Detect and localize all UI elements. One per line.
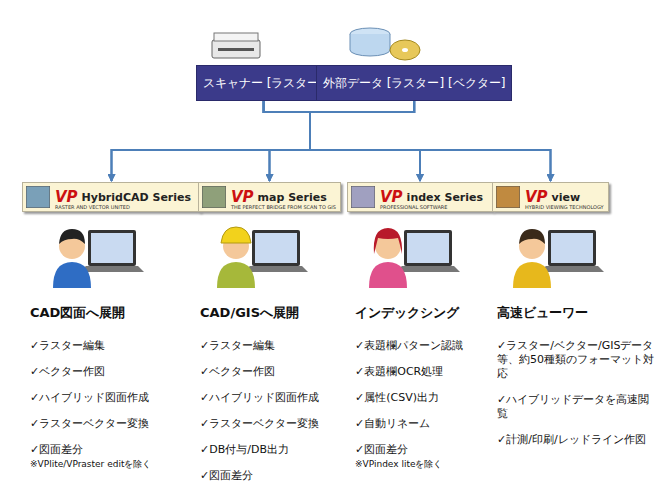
source-label: 外部データ [ラスター] [ベクター] bbox=[323, 76, 505, 91]
product-banner: VP HybridCAD SeriesRASTER AND VECTOR UNIT… bbox=[22, 182, 201, 212]
product-tagline: RASTER AND VECTOR UNITED bbox=[55, 204, 130, 210]
product-icon bbox=[351, 186, 375, 208]
feature-item: ✓ラスターベクター変換 bbox=[30, 417, 190, 431]
flow-connector bbox=[310, 101, 551, 181]
product-name: HybridCAD Series bbox=[82, 191, 191, 204]
feature-item: ✓表題欄OCR処理 bbox=[355, 365, 493, 379]
source-box: スキャナー [ラスター] bbox=[196, 65, 331, 101]
person-index bbox=[369, 228, 460, 288]
product-banner: VP viewHYBRID VIEWING TECHNOLOGY bbox=[492, 182, 609, 212]
product-name: view bbox=[552, 191, 581, 204]
column-heading: インデックシング bbox=[355, 305, 493, 321]
feature-item: ✓ベクター作図 bbox=[30, 365, 190, 379]
feature-item: ✓ハイブリッド図面作成 bbox=[200, 391, 350, 405]
feature-item: ✓表題欄パターン認識 bbox=[355, 339, 493, 353]
footnote: ※VPindex liteを除く bbox=[355, 459, 493, 470]
feature-item: ✓ラスター編集 bbox=[30, 339, 190, 353]
feature-item: ✓図面差分 bbox=[200, 469, 350, 483]
source-label: スキャナー [ラスター] bbox=[203, 76, 324, 91]
vp-logo: VP bbox=[231, 188, 254, 206]
feature-item: ✓ハイブリッドデータを高速閲覧 bbox=[497, 393, 657, 421]
column-heading: CAD図面へ展開 bbox=[30, 305, 190, 321]
product-name: index Series bbox=[407, 191, 483, 204]
product-banner: VP index SeriesPROFESSIONAL SOFTWARE bbox=[347, 182, 493, 212]
feature-item: ✓自動リネーム bbox=[355, 417, 493, 431]
scanner-icon bbox=[212, 33, 260, 58]
feature-item: ✓計測/印刷/レッドライン作図 bbox=[497, 433, 657, 447]
column-heading: CAD/GISへ展開 bbox=[200, 305, 350, 321]
feature-item: ✓ラスター編集 bbox=[200, 339, 350, 353]
feature-item: ✓ラスター/ベクター/GISデータ等、約50種類のフォーマット対応 bbox=[497, 339, 657, 381]
feature-item: ✓属性(CSV)出力 bbox=[355, 391, 493, 405]
person-view bbox=[513, 229, 604, 288]
feature-item: ✓DB付与/DB出力 bbox=[200, 443, 350, 457]
product-tagline: PROFESSIONAL SOFTWARE bbox=[380, 204, 447, 210]
data-icon bbox=[350, 28, 420, 60]
feature-item: ✓図面差分 bbox=[355, 443, 493, 457]
product-icon bbox=[496, 186, 520, 208]
vp-logo: VP bbox=[380, 188, 403, 206]
source-box: 外部データ [ラスター] [ベクター] bbox=[316, 65, 512, 101]
product-icon bbox=[202, 186, 226, 208]
product-name: map Series bbox=[258, 191, 327, 204]
vp-logo: VP bbox=[55, 188, 78, 206]
feature-item: ✓図面差分 bbox=[30, 443, 190, 457]
product-icon bbox=[26, 186, 50, 208]
feature-item: ✓ベクター作図 bbox=[200, 365, 350, 379]
column-heading: 高速ビューワー bbox=[497, 305, 657, 321]
person-map bbox=[217, 227, 308, 288]
product-banner: VP map SeriesTHE PERFECT BRIDGE FROM SCAN… bbox=[198, 182, 341, 212]
feature-item: ✓ラスターベクター変換 bbox=[200, 417, 350, 431]
person-cad bbox=[53, 229, 144, 288]
footnote: ※VPlite/VPraster editを除く bbox=[30, 459, 190, 470]
feature-item: ✓ハイブリッド図面作成 bbox=[30, 391, 190, 405]
product-tagline: HYBRID VIEWING TECHNOLOGY bbox=[525, 204, 604, 210]
flow-connector bbox=[264, 101, 551, 181]
vp-logo: VP bbox=[525, 188, 548, 206]
product-tagline: THE PERFECT BRIDGE FROM SCAN TO GIS bbox=[231, 204, 336, 210]
